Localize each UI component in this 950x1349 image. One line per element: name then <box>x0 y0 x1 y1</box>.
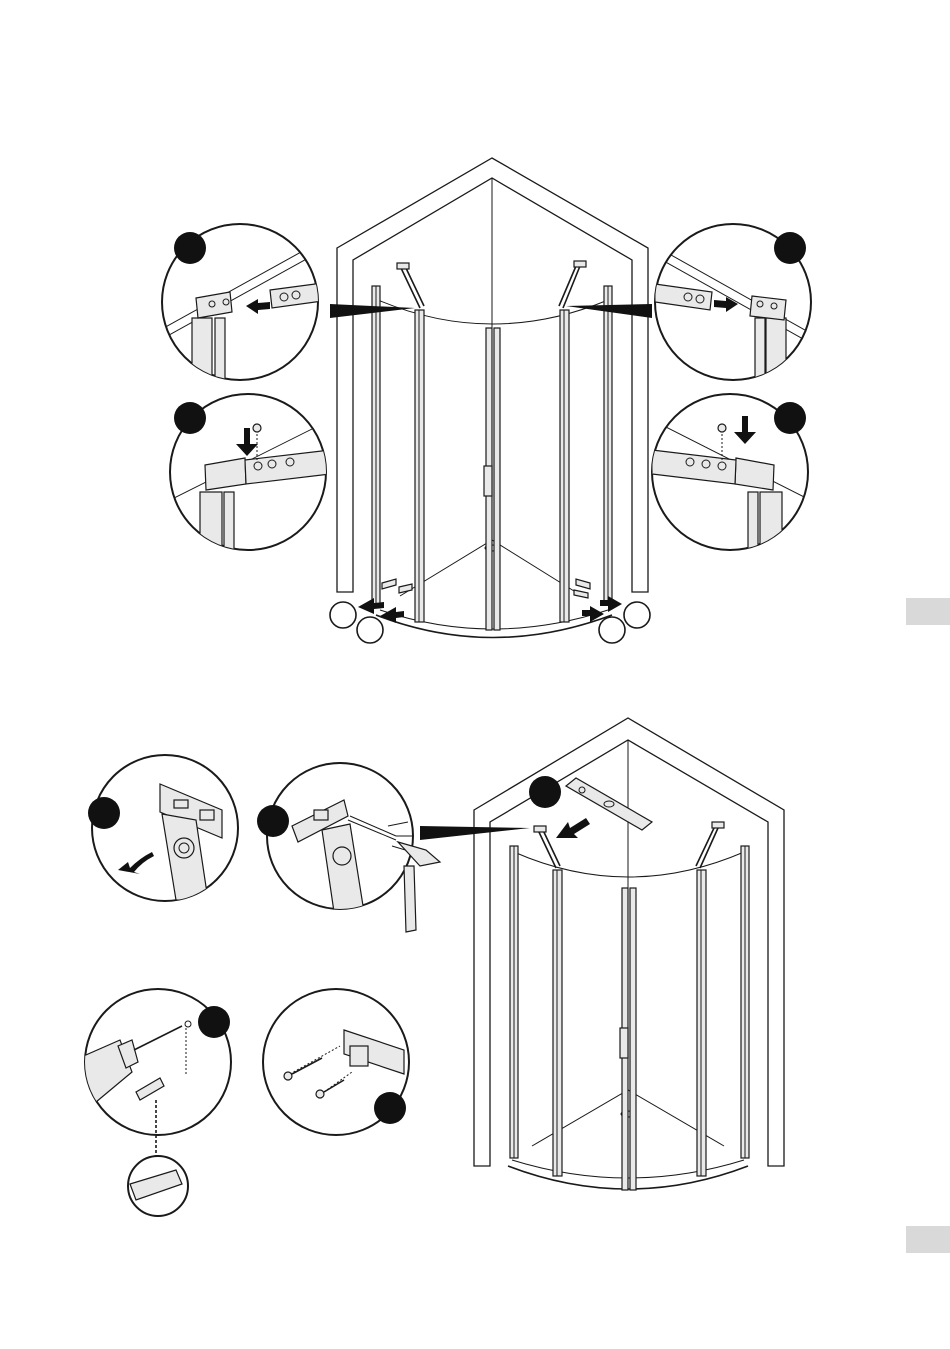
arrow-icon <box>556 818 590 838</box>
step-marker <box>174 402 206 434</box>
step-marker <box>88 797 120 829</box>
page-edge-tab <box>906 598 950 625</box>
step-marker <box>374 1092 406 1124</box>
detail-bracket-hammer <box>257 763 440 932</box>
step-marker <box>774 232 806 264</box>
detail-bracket-rotate <box>88 755 238 901</box>
detail-screw-left <box>170 394 330 562</box>
step-marker <box>774 402 806 434</box>
detail-screw-right <box>652 394 810 562</box>
detail-hinge-left <box>160 224 330 388</box>
upper-shower-enclosure <box>330 158 652 643</box>
detail-drill <box>70 989 231 1216</box>
step-marker <box>257 805 289 837</box>
step-marker <box>174 232 206 264</box>
step-marker <box>198 1006 230 1038</box>
detail-screw-fix <box>263 989 409 1135</box>
page-edge-tab <box>906 1226 950 1253</box>
detail-hinge-right <box>655 224 812 388</box>
lower-shower-enclosure <box>420 718 784 1190</box>
step-marker <box>529 776 561 808</box>
spirit-level-icon <box>566 778 652 830</box>
